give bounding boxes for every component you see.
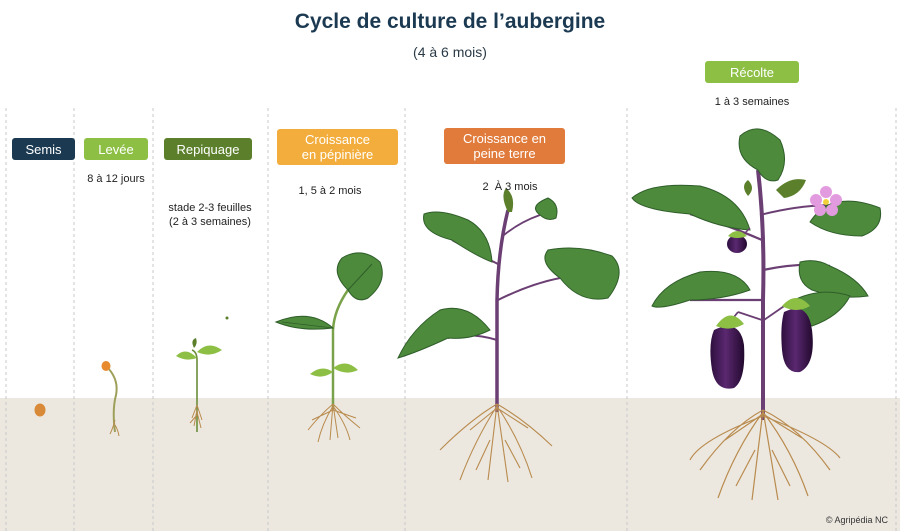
- stage-label-semis: Semis: [12, 138, 75, 160]
- stage-label-recolte: Récolte: [705, 61, 799, 83]
- stage-label-levee: Levée: [84, 138, 148, 160]
- duration-levee: 8 à 12 jours: [87, 173, 145, 185]
- credit-text: © Agripédia NC: [825, 515, 888, 525]
- stage-label-repiquage: Repiquage: [164, 138, 252, 160]
- soil-band: [0, 398, 900, 531]
- duration-croissance-pleine-terre: 2 À 3 mois: [482, 181, 538, 193]
- duration-repiquage: stade 2-3 feuilles (2 à 3 semaines): [168, 202, 252, 228]
- young-plant-icon: [274, 252, 383, 443]
- duration-croissance-pepiniere: 1, 5 à 2 mois: [298, 185, 362, 197]
- medium-plant-icon: [397, 188, 620, 483]
- seed-icon: [34, 403, 46, 417]
- seedling-icon: [176, 316, 229, 432]
- page-title: Cycle de culture de l’aubergine: [294, 10, 606, 33]
- page-subtitle: (4 à 6 mois): [413, 44, 487, 60]
- flower-icon: [810, 186, 842, 216]
- mature-plant-icon: [631, 128, 882, 501]
- duration-recolte: 1 à 3 semaines: [714, 96, 790, 108]
- sprout-icon: [101, 361, 120, 437]
- stage-dividers: [5, 108, 897, 531]
- stage-label-croissance-pepiniere: Croissance en pépinière: [277, 129, 398, 165]
- stage-label-croissance-pleine-terre: Croissance en peine terre: [444, 128, 565, 164]
